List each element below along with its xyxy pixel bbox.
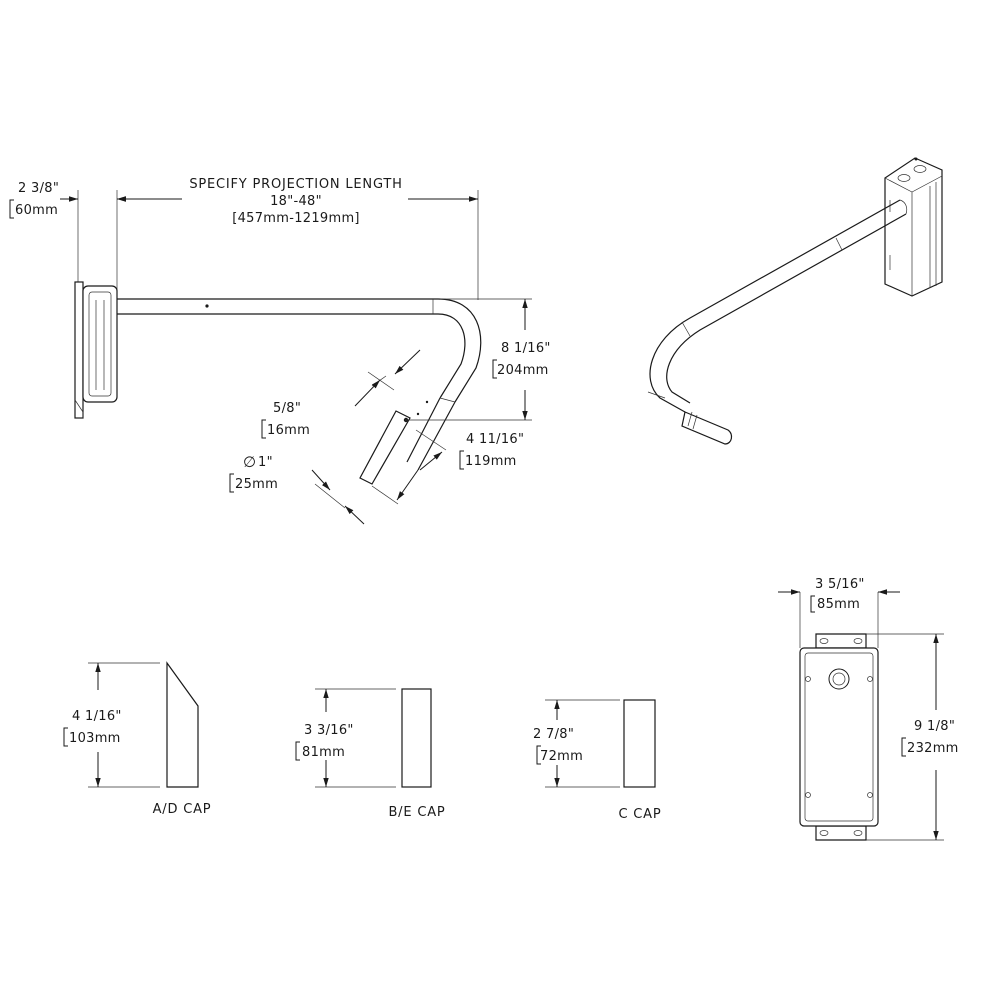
cap-c-h-in: 2 7/8" — [533, 727, 574, 742]
drop-in: 8 1/16" — [501, 341, 551, 356]
mounting-box-iso — [884, 157, 943, 297]
tip-dimension: 5/8" 16mm — [261, 349, 421, 439]
cap-be-h-in: 3 3/16" — [304, 723, 354, 738]
arm-tube-iso — [647, 199, 908, 445]
diameter-symbol: ∅ — [243, 453, 256, 471]
extension-dimension: 4 11/16" 119mm — [371, 429, 524, 505]
isometric-view — [647, 157, 943, 445]
depth-in: 2 3/8" — [18, 181, 59, 196]
tip-mm: 16mm — [267, 423, 310, 438]
diameter-mm: 25mm — [235, 477, 278, 492]
projection-range-in: 18"-48" — [270, 194, 322, 209]
cap-c-h-mm: 72mm — [540, 749, 583, 764]
arm-tube-side — [117, 298, 482, 485]
cap-ad-label: A/D CAP — [153, 802, 212, 817]
side-view-arm — [74, 190, 532, 485]
diameter-in: 1" — [258, 455, 273, 470]
cap-be-h-mm: 81mm — [302, 745, 345, 760]
projection-range-mm: [457mm-1219mm] — [232, 211, 360, 226]
plate-w-mm: 85mm — [817, 597, 860, 612]
mounting-box-side — [74, 281, 118, 419]
extension-mm: 119mm — [465, 454, 517, 469]
depth-mm: 60mm — [15, 203, 58, 218]
plate-h-mm: 232mm — [907, 741, 959, 756]
drop-mm: 204mm — [497, 363, 549, 378]
drop-dimension: 8 1/16" 204mm — [492, 299, 551, 420]
projection-dimension: SPECIFY PROJECTION LENGTH 18"-48" [457mm… — [117, 177, 478, 226]
cap-be: 3 3/16" 81mm B/E CAP — [295, 688, 445, 820]
cap-ad-h-in: 4 1/16" — [72, 709, 122, 724]
plate-h-in: 9 1/8" — [914, 719, 955, 734]
cap-ad-h-mm: 103mm — [69, 731, 121, 746]
cap-c-label: C CAP — [618, 807, 661, 822]
diameter-dimension: ∅ 1" 25mm — [229, 453, 365, 525]
cap-be-label: B/E CAP — [388, 805, 445, 820]
tip-in: 5/8" — [273, 401, 301, 416]
projection-label: SPECIFY PROJECTION LENGTH — [189, 177, 402, 192]
cap-ad: 4 1/16" 103mm A/D CAP — [63, 661, 212, 817]
plate-w-in: 3 5/16" — [815, 577, 865, 592]
cap-c: 2 7/8" 72mm C CAP — [533, 699, 661, 822]
back-plate: 3 5/16" 85mm 9 1/8" 232mm — [778, 577, 959, 841]
extension-in: 4 11/16" — [466, 432, 524, 447]
depth-dimension: 2 3/8" 60mm — [9, 181, 140, 219]
